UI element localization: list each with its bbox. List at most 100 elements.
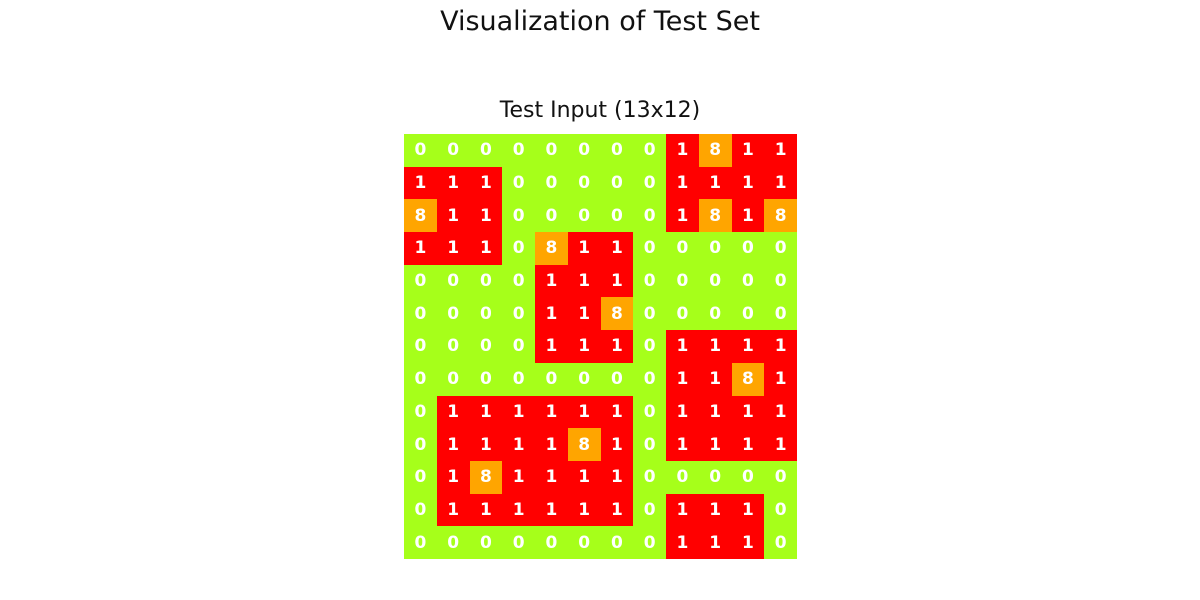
grid-cell: 0 [764, 493, 797, 527]
grid-cell: 0 [535, 526, 568, 559]
grid-cell: 1 [567, 264, 601, 298]
grid-cell: 0 [633, 460, 666, 494]
grid-cell: 0 [666, 264, 699, 298]
grid-cell: 1 [469, 428, 503, 461]
grid-cell: 1 [535, 428, 568, 461]
grid-cell: 0 [404, 460, 437, 494]
grid-cell: 0 [633, 330, 666, 363]
grid-cell: 1 [666, 395, 699, 429]
grid-cell: 1 [764, 362, 797, 396]
grid-cell: 0 [469, 330, 503, 363]
grid-cell: 1 [600, 232, 634, 265]
grid-cell: 0 [502, 526, 535, 559]
grid-cell: 0 [633, 297, 666, 331]
figure-title: Visualization of Test Set [440, 6, 760, 37]
panel-title: Test Input (13x12) [499, 98, 701, 123]
grid-cell: 1 [502, 460, 535, 494]
grid-cell: 0 [731, 460, 765, 494]
grid-cell: 1 [666, 199, 699, 233]
grid-cell: 0 [436, 264, 470, 298]
grid-cell: 1 [666, 134, 699, 167]
grid-cell: 1 [698, 362, 732, 396]
grid-cell: 1 [535, 460, 568, 494]
grid-cell: 1 [567, 395, 601, 429]
grid-cell: 0 [502, 232, 535, 265]
grid-cell: 1 [698, 166, 732, 200]
grid-cell: 1 [600, 428, 634, 461]
grid-cell: 1 [469, 395, 503, 429]
grid-cell: 0 [698, 232, 732, 265]
grid-cell: 0 [633, 526, 666, 559]
grid-cell: 0 [633, 362, 666, 396]
grid-cell: 1 [502, 493, 535, 527]
grid-cell: 0 [436, 297, 470, 331]
grid-cell: 1 [535, 264, 568, 298]
grid-cell: 0 [469, 526, 503, 559]
grid-cell: 0 [535, 199, 568, 233]
grid-cell: 0 [633, 166, 666, 200]
grid-cell: 1 [436, 428, 470, 461]
grid-cell: 8 [698, 134, 732, 167]
grid-cell: 1 [764, 166, 797, 200]
grid-cell: 8 [469, 460, 503, 494]
grid-cell: 1 [731, 166, 765, 200]
grid-cell: 0 [633, 493, 666, 527]
grid-cell: 0 [666, 460, 699, 494]
grid-cell: 0 [600, 166, 634, 200]
grid-cell: 1 [600, 395, 634, 429]
grid-cell: 0 [404, 362, 437, 396]
grid-cell: 0 [698, 460, 732, 494]
grid-cell: 0 [731, 297, 765, 331]
grid-cell: 0 [502, 297, 535, 331]
grid-cell: 1 [567, 460, 601, 494]
grid-cell: 1 [666, 166, 699, 200]
grid-cell: 1 [600, 460, 634, 494]
grid-cell: 0 [764, 460, 797, 494]
grid-cell: 1 [567, 493, 601, 527]
grid-cell: 0 [404, 330, 437, 363]
grid-cell: 1 [469, 166, 503, 200]
grid-cell: 1 [535, 297, 568, 331]
grid-cell: 0 [764, 297, 797, 331]
grid-cell: 0 [502, 166, 535, 200]
grid-cell: 0 [436, 526, 470, 559]
grid-cell: 0 [404, 493, 437, 527]
grid-cell: 1 [469, 493, 503, 527]
grid-cell: 0 [469, 264, 503, 298]
grid-cell: 0 [404, 428, 437, 461]
grid-cell: 0 [535, 134, 568, 167]
grid-cell: 8 [567, 428, 601, 461]
grid-cell: 0 [600, 199, 634, 233]
grid-cell: 8 [764, 199, 797, 233]
grid-cell: 0 [600, 134, 634, 167]
grid-cell: 0 [633, 232, 666, 265]
grid-cell: 1 [535, 395, 568, 429]
grid-cell: 1 [502, 395, 535, 429]
grid-cell: 0 [666, 232, 699, 265]
grid-cell: 1 [698, 526, 732, 559]
grid-cell: 1 [731, 134, 765, 167]
grid-cell: 0 [600, 526, 634, 559]
grid-cell: 1 [567, 232, 601, 265]
grid-cell: 0 [633, 395, 666, 429]
grid-cell: 1 [469, 199, 503, 233]
grid-cell: 1 [404, 232, 437, 265]
grid-cell: 8 [404, 199, 437, 233]
grid-cell: 0 [633, 134, 666, 167]
grid-cell: 1 [502, 428, 535, 461]
grid-cell: 0 [633, 199, 666, 233]
grid-cell: 0 [502, 362, 535, 396]
grid-cell: 1 [731, 395, 765, 429]
grid-cell: 1 [731, 526, 765, 559]
grid-cell: 0 [764, 232, 797, 265]
grid-cell: 0 [567, 526, 601, 559]
grid-cell: 0 [502, 264, 535, 298]
grid-cell: 1 [469, 232, 503, 265]
grid-cell: 0 [436, 362, 470, 396]
grid-cell: 1 [764, 330, 797, 363]
grid-cell: 0 [567, 166, 601, 200]
grid-cell: 1 [698, 493, 732, 527]
grid-cell: 0 [764, 526, 797, 559]
grid-cell: 0 [600, 362, 634, 396]
